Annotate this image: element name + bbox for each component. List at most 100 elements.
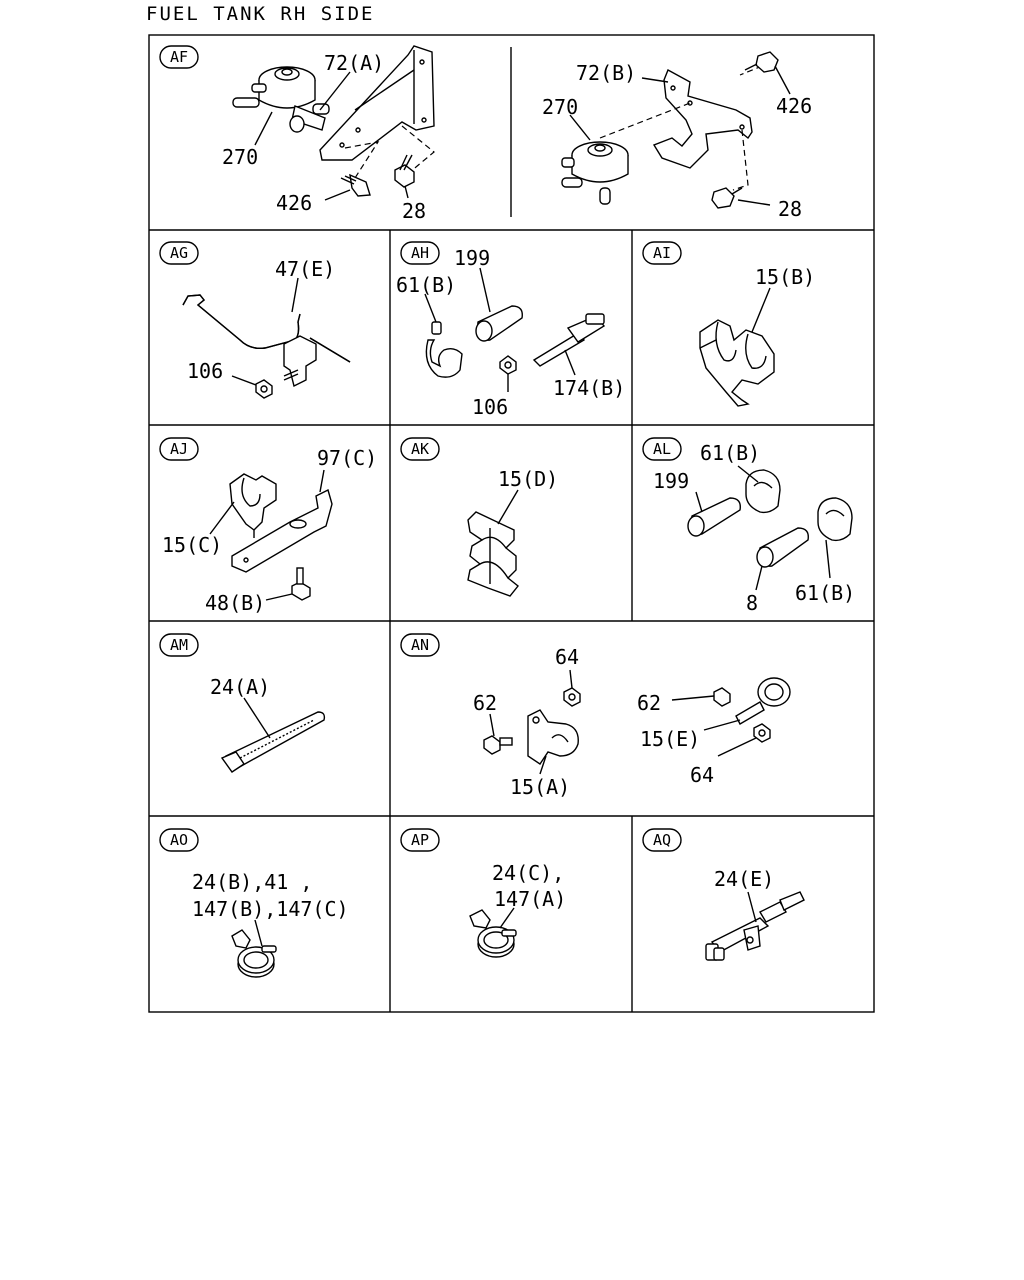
- svg-text:61(B): 61(B): [795, 581, 855, 605]
- page-title: FUEL TANK RH SIDE: [146, 3, 375, 25]
- bracket-72a: [319, 45, 435, 161]
- svg-text:426: 426: [776, 94, 812, 118]
- panel-al: AL 61(B) 199 8 61(B): [642, 437, 855, 615]
- panel-ao: AO 24(B),41 , 147(B),147(C): [159, 828, 349, 978]
- bolt-62-left: [483, 735, 513, 755]
- panel-ap: AP 24(C), 147(A): [400, 828, 566, 958]
- svg-text:28: 28: [778, 197, 802, 221]
- svg-text:47(E): 47(E): [275, 257, 335, 281]
- svg-text:62: 62: [473, 691, 497, 715]
- clip-61b-al-top: [745, 469, 781, 514]
- panel-code-ap: AP: [400, 828, 440, 852]
- bracket-97c: [231, 488, 333, 573]
- pressure-regulator-left: [232, 66, 330, 133]
- svg-text:AL: AL: [653, 440, 671, 458]
- svg-text:15(A): 15(A): [510, 775, 570, 799]
- svg-text:199: 199: [454, 246, 490, 270]
- clip-61b-ah: [425, 321, 463, 378]
- svg-text:AN: AN: [411, 636, 429, 654]
- svg-text:174(B): 174(B): [553, 376, 625, 400]
- bracket-72b: [652, 69, 753, 169]
- svg-text:24(B),41 ,: 24(B),41 ,: [192, 870, 312, 894]
- panel-code-ag: AG: [159, 241, 199, 265]
- panel-grid: [148, 34, 875, 1013]
- svg-text:15(C): 15(C): [162, 533, 222, 557]
- clip-15b: [699, 319, 775, 407]
- svg-text:61(B): 61(B): [396, 273, 456, 297]
- svg-text:199: 199: [653, 469, 689, 493]
- connector-24e: [705, 891, 805, 961]
- svg-text:AG: AG: [170, 244, 188, 262]
- svg-text:270: 270: [222, 145, 258, 169]
- nut-64-right: [753, 723, 771, 743]
- svg-text:270: 270: [542, 95, 578, 119]
- bolt-28-right: [711, 187, 743, 209]
- panel-aq: AQ 24(E): [642, 828, 805, 961]
- svg-text:48(B): 48(B): [205, 591, 265, 615]
- panel-code-af: AF: [159, 45, 199, 69]
- svg-text:15(B): 15(B): [755, 265, 815, 289]
- clamp-15a: [527, 709, 579, 765]
- sleeve-199-al: [687, 497, 741, 537]
- bolt-426-left: [340, 173, 371, 197]
- panel-ak: AK 15(D): [400, 437, 558, 597]
- svg-text:106: 106: [187, 359, 223, 383]
- clip-15c: [229, 473, 277, 538]
- svg-text:15(D): 15(D): [498, 467, 558, 491]
- panel-an: AN 64: [400, 633, 791, 799]
- panel-ag: AG 47(E) 106: [159, 241, 351, 399]
- svg-text:28: 28: [402, 199, 426, 223]
- panel-code-am: AM: [159, 633, 199, 657]
- nut-64-top: [563, 687, 581, 707]
- panel-code-ai: AI: [642, 241, 682, 265]
- clamp-15e: [735, 677, 791, 725]
- pipe-47e: [182, 294, 351, 388]
- svg-text:72(B): 72(B): [576, 61, 636, 85]
- svg-text:AO: AO: [170, 831, 188, 849]
- bolt-48b: [291, 567, 311, 601]
- bolt-62-right: [713, 687, 731, 707]
- sleeve-199-ah: [475, 305, 523, 342]
- bolt-28-left: [394, 154, 415, 188]
- svg-text:147(B),147(C): 147(B),147(C): [192, 897, 349, 921]
- nut-106-ah: [499, 355, 517, 375]
- panel-code-aq: AQ: [642, 828, 682, 852]
- svg-text:AP: AP: [411, 831, 429, 849]
- panel-code-an: AN: [400, 633, 440, 657]
- clip-61b-al-bottom: [817, 497, 853, 542]
- svg-text:64: 64: [690, 763, 714, 787]
- cable-tie-24a: [220, 711, 326, 773]
- svg-text:24(E): 24(E): [714, 867, 774, 891]
- svg-text:AQ: AQ: [653, 831, 671, 849]
- svg-text:AI: AI: [653, 244, 671, 262]
- fitting-174b: [532, 313, 606, 367]
- panel-af: AF: [159, 45, 812, 223]
- svg-text:AF: AF: [170, 48, 188, 66]
- svg-text:AM: AM: [170, 636, 188, 654]
- svg-text:147(A): 147(A): [494, 887, 566, 911]
- sleeve-8: [756, 527, 809, 568]
- nut-106-ag: [255, 369, 299, 399]
- panel-ai: AI 15(B): [642, 241, 815, 407]
- svg-text:AH: AH: [411, 244, 429, 262]
- hose-clamp-ao: [231, 929, 277, 978]
- svg-text:426: 426: [276, 191, 312, 215]
- svg-text:61(B): 61(B): [700, 441, 760, 465]
- svg-text:24(C),: 24(C),: [492, 861, 564, 885]
- panel-code-ak: AK: [400, 437, 440, 461]
- svg-text:8: 8: [746, 591, 758, 615]
- svg-text:AJ: AJ: [170, 440, 188, 458]
- clip-15d: [467, 511, 519, 597]
- panel-code-ah: AH: [400, 241, 440, 265]
- svg-text:15(E): 15(E): [640, 727, 700, 751]
- panel-ah: AH 199 61(B) 106 174(B): [396, 241, 625, 419]
- svg-text:106: 106: [472, 395, 508, 419]
- svg-text:97(C): 97(C): [317, 446, 377, 470]
- regulator-right: [561, 141, 629, 205]
- panel-code-al: AL: [642, 437, 682, 461]
- svg-text:AK: AK: [411, 440, 429, 458]
- panel-aj: AJ 97(C) 15(C) 48(B): [159, 437, 377, 615]
- hose-clamp-ap: [469, 909, 517, 958]
- svg-text:62: 62: [637, 691, 661, 715]
